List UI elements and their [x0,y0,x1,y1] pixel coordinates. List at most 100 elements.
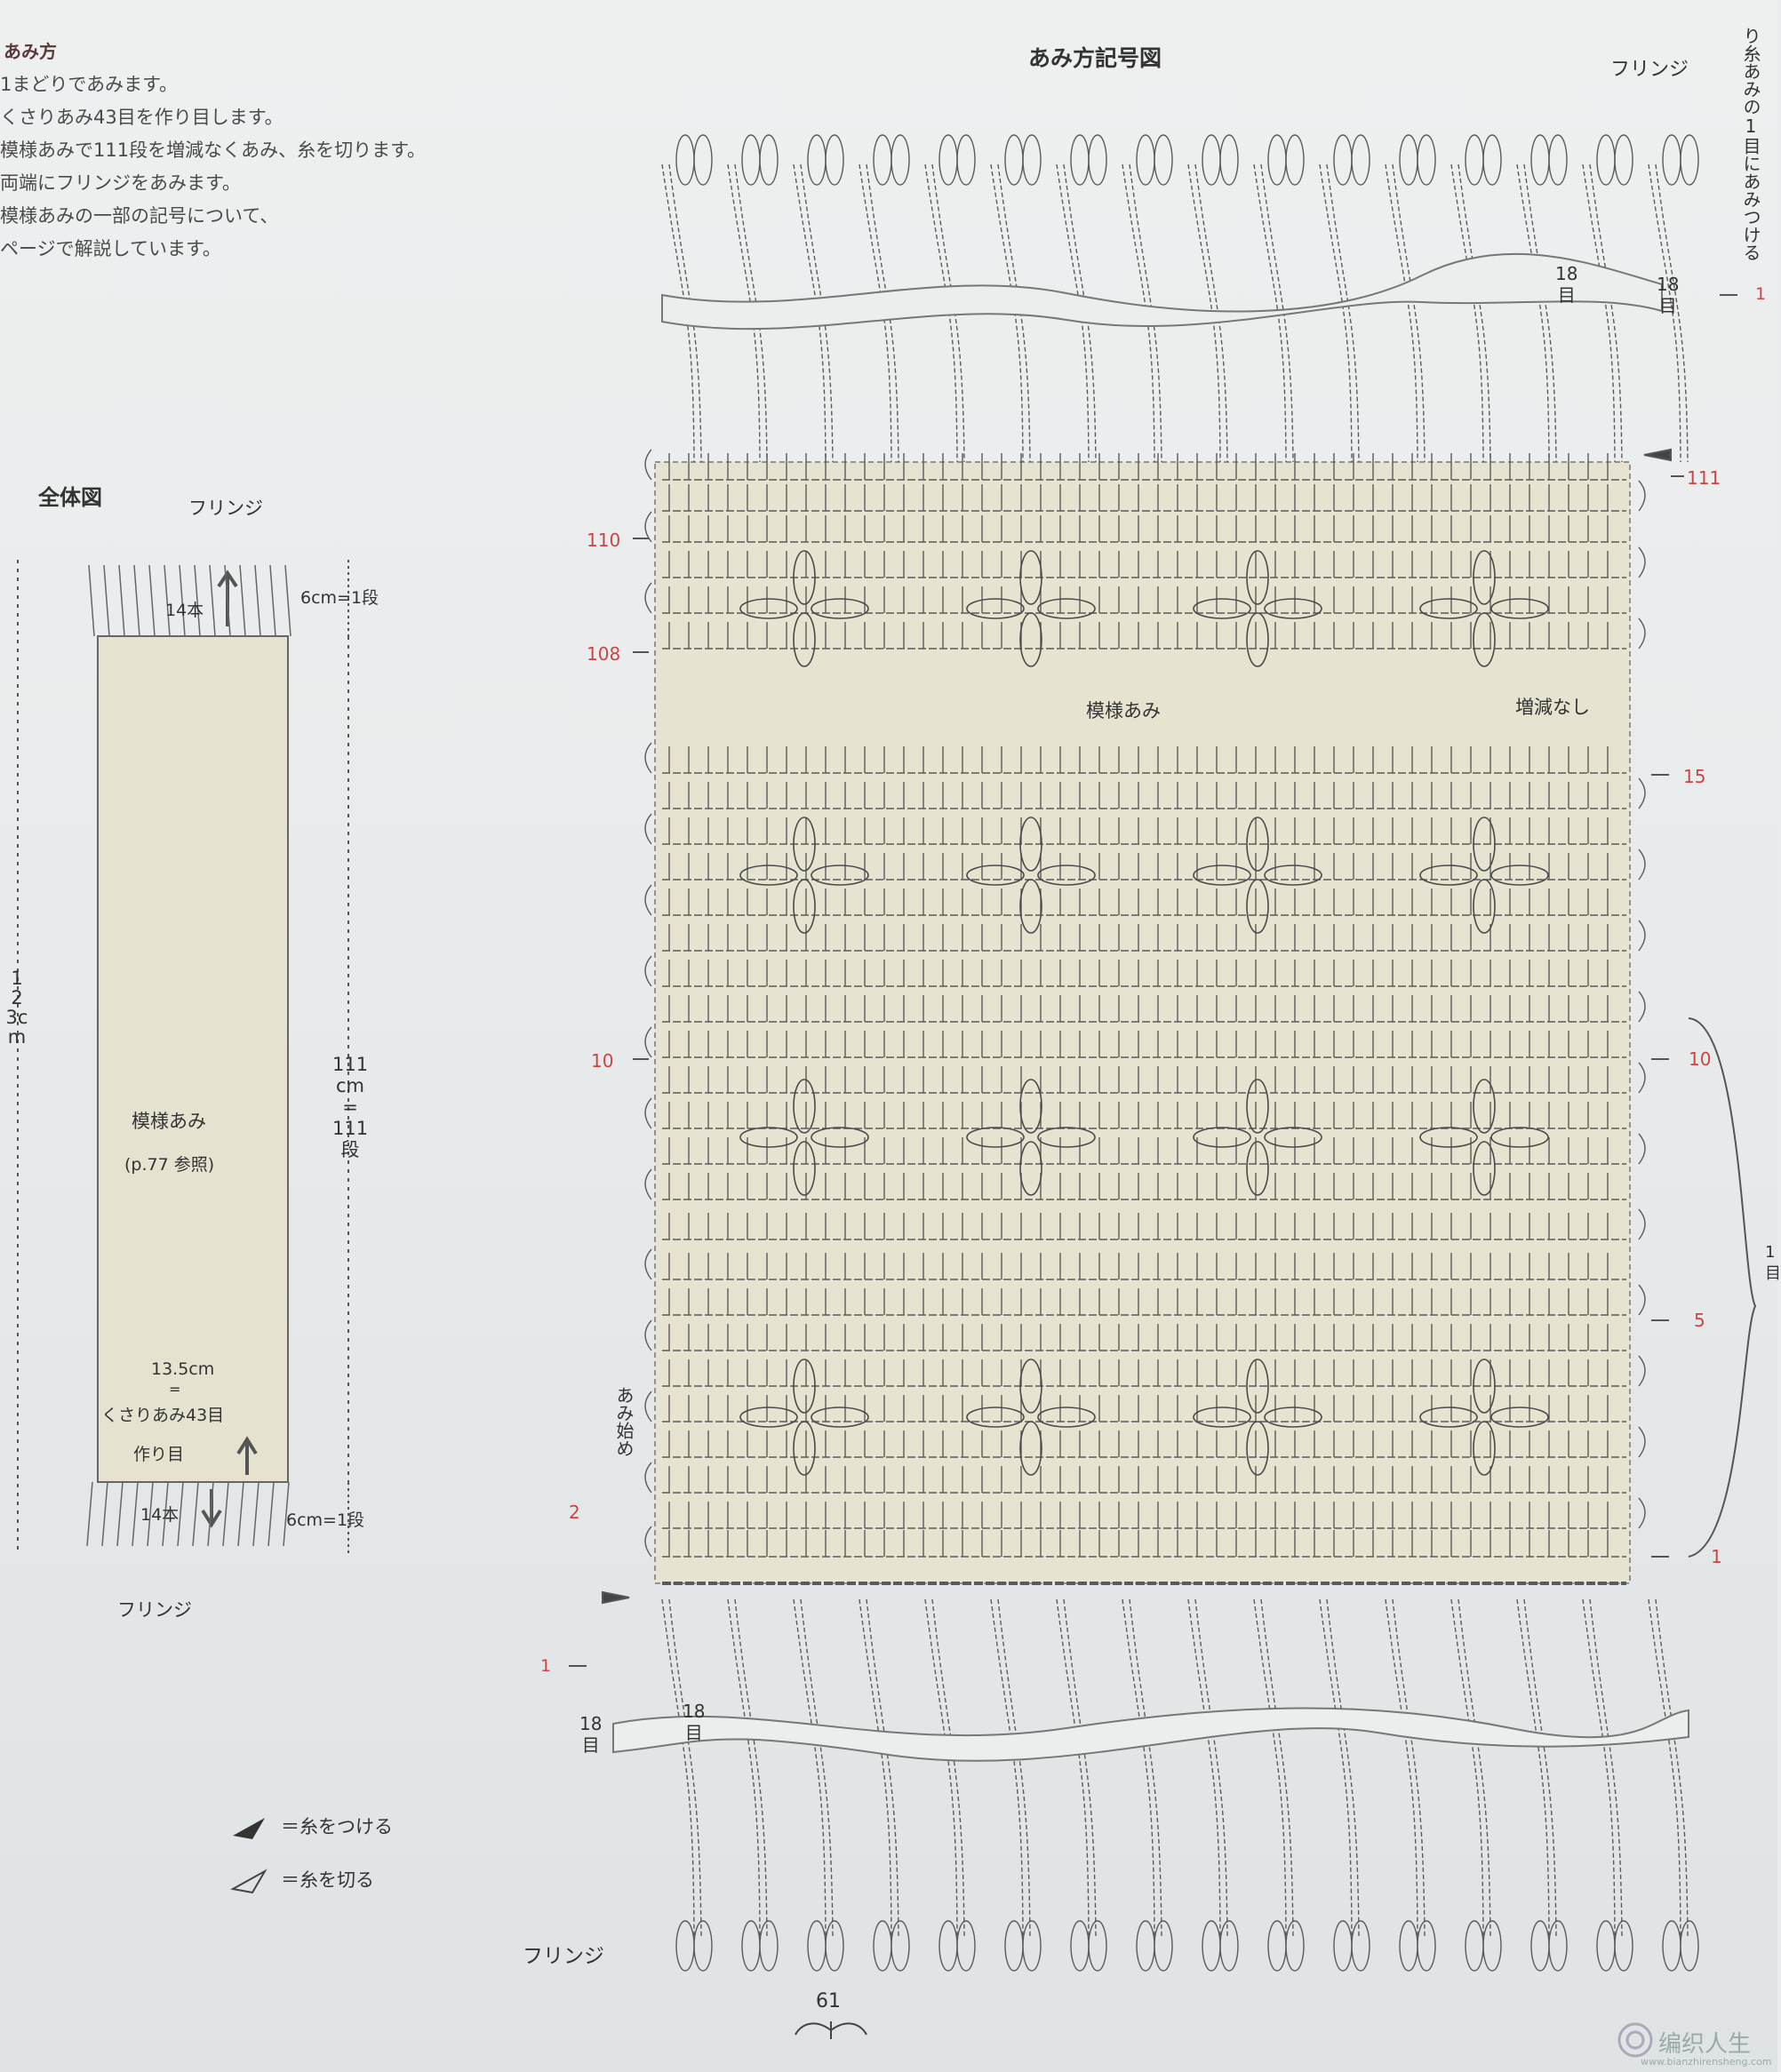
fringe-loop [825,134,844,186]
fringe-loop [675,1920,695,1972]
fringe-loop [759,134,779,186]
petal [1490,865,1549,886]
flower-motif [739,1359,869,1476]
turning-chain [644,1319,652,1351]
fringe-loop [1482,1920,1502,1972]
fringe-loop [1680,134,1699,186]
fringe-strand [793,1598,844,1972]
fringe-chain [1458,1598,1491,1938]
fringe-loop [873,1920,892,1972]
overview-fringe-strand [164,564,171,637]
fringe-chain [1122,1598,1155,1938]
flower-motif [1193,817,1322,934]
turning-chain [1638,1133,1646,1165]
fringe-loop [1022,1920,1042,1972]
fringe-loop [938,1920,958,1972]
flower-motif [966,1359,1096,1476]
fringe-chain [1194,1598,1228,1938]
body-length-part: 111 [332,1054,369,1075]
fringe-strand [1516,134,1568,463]
watermark-brand: 编织人生 [1658,2031,1752,2058]
arrow-head [236,1436,258,1455]
fringe-chain [931,1598,965,1938]
body-length-part: 段 [340,1139,360,1160]
fringe-strand [1516,1598,1568,1972]
fringe-loop [1614,1920,1633,1972]
fringe-strand [1122,1598,1173,1972]
turning-chain [644,1026,652,1058]
fringe-loop [807,1920,827,1972]
overview-fringe-strand [147,1481,154,1547]
fringe-loop [1482,134,1502,186]
overview-width-eq: = [169,1381,181,1398]
petal [1037,865,1096,886]
fringe-chain [1063,1598,1097,1938]
overview-fringe-strand [162,1481,169,1547]
petal [1246,1421,1269,1476]
fringe-strand [859,1598,910,1972]
petal [1037,598,1096,619]
fringe-chain [1655,163,1689,463]
fringe-loop [1136,1920,1155,1972]
petal [811,1127,869,1148]
flower-motif [1193,1079,1322,1196]
petal [739,598,798,619]
fringe-strand [1187,134,1239,463]
stitch-count-a: 18 目 [1555,263,1577,306]
overview-fringe-strand [224,564,231,637]
fringe-row-left: 1 [540,1656,552,1676]
fringe-loop [1596,1920,1616,1972]
petal [1419,1127,1478,1148]
overview-fringe-strand [269,564,276,637]
row-arrows [569,294,1737,1667]
fringe-chain [1648,1598,1681,1938]
fringe-loop [1088,1920,1107,1972]
turning-chain [1638,480,1646,512]
turning-chain [1638,1426,1646,1458]
fringe-loop [890,1920,910,1972]
instruction-line: くさりあみ43目を作り目します。 [0,107,284,128]
overview-fringe-strand [133,564,140,637]
fringe-loop [1530,1920,1550,1972]
fringe-loop [1285,1920,1305,1972]
overview-fringe-strand [103,564,110,637]
fringe-chain [1326,163,1360,463]
fringe-loop [1530,134,1550,186]
petal [1019,1141,1042,1196]
fringe-loop [1202,1920,1221,1972]
fringe-loop [759,1920,779,1972]
petal [966,1407,1025,1428]
petal [1473,817,1496,872]
fringe-loop [741,134,761,186]
flower-motifs [739,550,1549,1476]
fringe-loop [1399,134,1418,186]
turning-chain [1638,849,1646,881]
body-length-part: cm [335,1075,364,1096]
overview-fringe-strand [239,564,246,637]
turning-chain [1638,777,1646,809]
overview-strands-bottom: 14本 [140,1505,180,1525]
fringe-loop [1662,1920,1681,1972]
instruction-line: 模様あみで111段を増減なくあみ、糸を切ります。 [0,139,426,161]
overview-fringe-strand [207,1481,214,1547]
row-label-1: 1 [1711,1546,1722,1567]
flower-motif [1193,1359,1322,1476]
fringe-chain [668,1598,702,1938]
chart-fringe-top-label: フリンジ [1610,59,1689,81]
fringe-loop [1070,134,1090,186]
turning-chain [644,1248,652,1280]
turning-chain [644,449,652,481]
petal [1246,550,1269,605]
overview-fringe-strand [252,1481,260,1547]
fringe-chain [997,1598,1031,1938]
chart-side-note: り糸あみの1目にあみつける [1740,27,1761,261]
turning-chain [644,582,652,614]
fringe-strand [1122,134,1173,463]
turning-chain [1638,1355,1646,1387]
fringe-loop [675,134,695,186]
fringe-loop [1004,134,1024,186]
fringe-chain [1523,163,1557,463]
fringe-loop [1399,1920,1418,1972]
row-label-10-right: 10 [1689,1048,1712,1070]
fringe-chain [1129,1598,1162,1938]
